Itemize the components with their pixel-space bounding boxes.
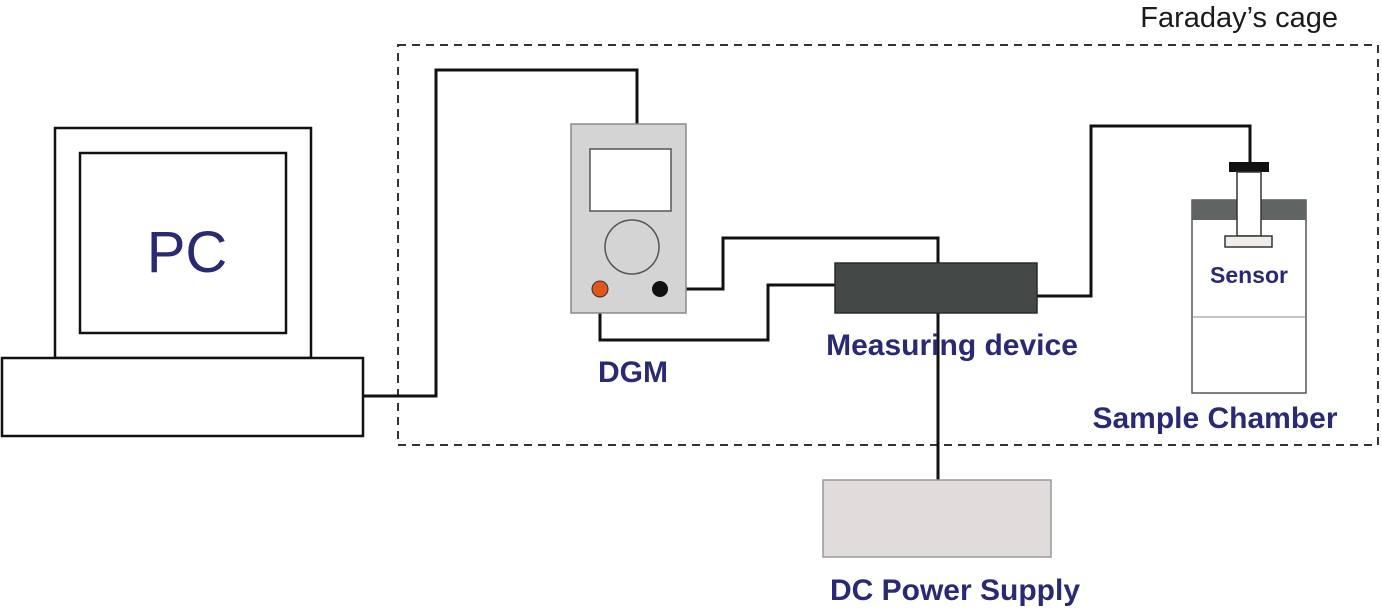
sensor-probe-shaft: [1236, 171, 1262, 237]
pc-base: [0, 356, 365, 438]
sensor-element: [1224, 235, 1273, 248]
dc-power-supply-box: [822, 479, 1052, 558]
dgm-meter: [570, 123, 687, 314]
dgm-display: [589, 148, 672, 212]
wire-pc-to-dgm: [363, 68, 639, 398]
dc-power-supply-label: DC Power Supply: [830, 574, 1080, 607]
pc-screen: [78, 151, 288, 335]
wiring: [363, 68, 1252, 480]
sensor-label: Sensor: [1210, 262, 1288, 288]
measuring-device-box: [834, 262, 1038, 314]
measuring-device-label: Measuring device: [826, 329, 1078, 362]
sensor-probe-cap: [1229, 162, 1269, 172]
sample-chamber: Sensor: [1191, 162, 1307, 394]
wire-measuring-device-to-sensor: [1037, 124, 1252, 298]
faraday-cage-label: Faraday’s cage: [1140, 2, 1338, 34]
dgm-label: DGM: [598, 356, 668, 389]
dgm-red-terminal: [591, 280, 609, 298]
wire-dgm-black-to-measuring-device: [660, 236, 940, 291]
dgm-dial: [604, 219, 660, 275]
sample-chamber-label: Sample Chamber: [1092, 402, 1337, 435]
pc-label: PC: [147, 220, 228, 285]
wire-dgm-red-to-measuring-device: [598, 283, 835, 342]
faraday-cage-boundary: [397, 44, 1379, 446]
dgm-black-terminal: [652, 281, 668, 297]
pc: PC: [0, 126, 365, 438]
